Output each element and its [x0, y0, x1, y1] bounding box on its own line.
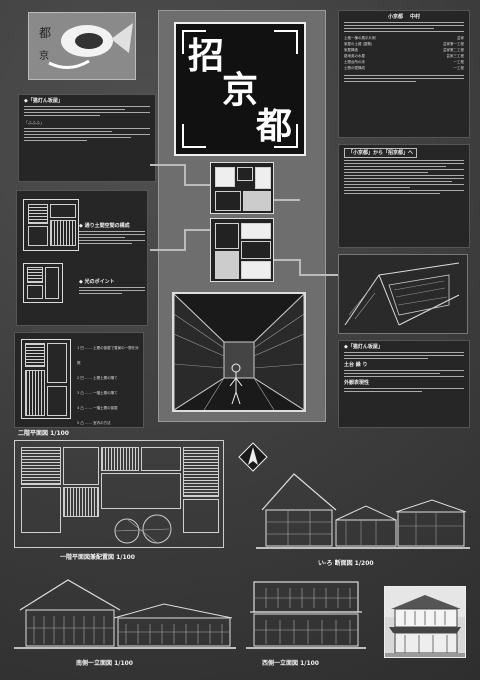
keyword-heading-1: ◆ 通り土間空間の構成 — [79, 223, 130, 229]
list-value: 一工程 — [453, 66, 465, 70]
street-perspective — [172, 292, 306, 412]
title-char-1: 招 — [188, 35, 225, 77]
center-plan-upper — [210, 162, 274, 214]
author-label: 小京都 — [388, 14, 404, 20]
south-elevation — [14, 574, 236, 654]
concept-heading: 「小京都」から「招京都」へ — [344, 148, 418, 158]
north-compass-icon — [238, 442, 268, 472]
list-value: 芸家第二工程 — [443, 48, 464, 52]
legend-item: 4 凸 …… 一階土間の部屋 — [77, 406, 118, 410]
list-item: 土間の壁構成 — [344, 66, 365, 70]
svg-text:京: 京 — [39, 49, 49, 62]
plan-keywords-panel: ◆ 通り土間空間の構成 ◆ 光のポイント — [16, 190, 148, 326]
detail-sub-2: 外観表現性 — [344, 380, 370, 386]
small-note: 「ふふふ」 — [24, 120, 44, 125]
legend-panel: 1 凹 …… 土間の部屋で雪景の一間を対照 2 凹 …… 土間土間の隔て 3 凸… — [14, 332, 144, 428]
courtyard-garden-icon — [114, 514, 172, 544]
interior-sketch-panel — [338, 254, 468, 334]
title-char-3: 都 — [256, 105, 293, 147]
author-panel: 小京都 中村 土蔵一棟の展示片側 家屋の土蔵 (屋敷) 家屋構造 路地奥の水屋 … — [338, 10, 470, 138]
title-block: 招 京 都 — [174, 22, 306, 156]
center-plan-lower — [210, 218, 274, 282]
section-drawing — [256, 464, 470, 554]
legend-item: 1 凹 …… 土間の部屋で雪景の一間を対照 — [77, 346, 139, 365]
list-value: 一工程 — [453, 60, 465, 64]
legend-item: 2 凹 …… 土間土間の隔て — [77, 376, 118, 380]
list-value: 芸家第一工程 — [443, 42, 464, 46]
caption-west: 西側一立面図 1/100 — [262, 660, 319, 667]
goldfish-icon: 都 京 — [39, 23, 133, 69]
caption-south: 南側一立面図 1/100 — [76, 660, 133, 667]
floor-plan-sketch-a — [23, 199, 79, 251]
caption-first-floor: 一階平面図兼配置図 1/100 — [60, 554, 135, 561]
west-elevation — [246, 574, 366, 654]
title-char-2: 京 — [222, 69, 259, 111]
south-elevation-sketch — [14, 579, 236, 649]
legend-item: 5 凸 …… 室内の方法 — [77, 421, 111, 425]
list-value: 芸家 — [457, 36, 464, 40]
detail-heading: ◆「猫灯ん坂屋」 — [344, 344, 383, 350]
caption-section: い-ろ 断面図 1/200 — [318, 560, 374, 567]
intro-heading: ◆「猫灯ん坂屋」 — [24, 98, 63, 104]
section-sketch — [256, 473, 470, 549]
detail-panel: ◆「猫灯ん坂屋」 土台 縁 り 外観表現性 — [338, 340, 470, 428]
list-item: 家屋構造 — [344, 48, 358, 52]
keyword-heading-2: ◆ 光のポイント — [79, 279, 115, 285]
intro-panel: ◆「猫灯ん坂屋」 「ふふふ」 — [18, 94, 156, 182]
building-photo — [384, 586, 466, 658]
floor-plan-sketch-c — [21, 339, 71, 419]
list-value: 芸家三工程 — [446, 54, 465, 58]
floor-plan-sketch-b — [23, 263, 63, 303]
legend-item: 3 凸 …… 一階土間の隔て — [77, 391, 118, 395]
house-photo-icon — [385, 587, 465, 657]
interior-sketch — [344, 262, 460, 326]
caption-second-floor: 二階平面図 1/100 — [18, 430, 69, 437]
street-sketch — [174, 294, 304, 410]
list-item: 路地奥の水屋 — [344, 54, 365, 58]
detail-sub-1: 土台 縁 り — [344, 362, 368, 368]
list-item: 土間台所の床 — [344, 60, 365, 64]
goldfish-illustration: 都 京 — [28, 12, 136, 80]
west-elevation-sketch — [246, 581, 366, 649]
author-name: 中村 — [409, 14, 420, 20]
list-item: 土蔵一棟の展示片側 — [344, 36, 376, 40]
first-floor-site-plan — [14, 440, 224, 548]
concept-panel: 「小京都」から「招京都」へ — [338, 144, 470, 248]
list-item: 家屋の土蔵 (屋敷) — [344, 42, 373, 46]
svg-text:都: 都 — [39, 26, 51, 40]
